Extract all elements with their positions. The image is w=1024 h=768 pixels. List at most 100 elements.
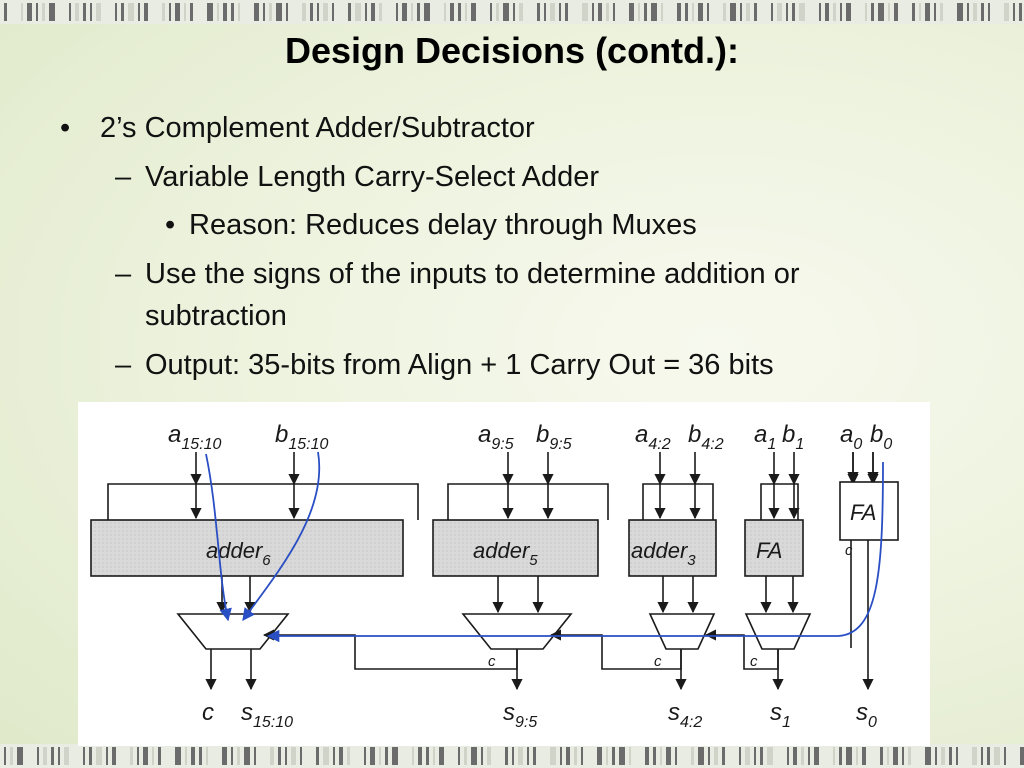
band-stripe [912, 3, 915, 21]
band-stripe [144, 3, 148, 21]
band-stripe [58, 747, 60, 765]
band-stripe [894, 3, 898, 21]
band-stripe [739, 747, 741, 765]
band-stripe [629, 3, 634, 21]
band-stripe [708, 747, 710, 765]
dash-marker: – [115, 349, 132, 381]
a15-base: a [168, 421, 181, 448]
band-stripe [856, 747, 858, 765]
band-stripe [412, 747, 414, 765]
band-stripe [115, 3, 117, 21]
band-stripe [263, 3, 265, 21]
band-stripe [158, 747, 161, 765]
band-stripe [231, 3, 234, 21]
carry-select-adder-diagram: adder6 adder5 adder3 FA FA c [78, 402, 930, 746]
band-stripe [276, 3, 282, 21]
band-stripe [746, 3, 750, 21]
band-stripe [75, 3, 79, 21]
a9-sub: 9:5 [491, 436, 513, 453]
band-stripe [199, 747, 202, 765]
b15-base: b [275, 421, 288, 448]
band-stripe [661, 3, 663, 21]
band-stripe [49, 3, 55, 21]
band-stripe [972, 747, 977, 765]
s1-sub: 1 [782, 714, 791, 731]
band-stripe [619, 747, 625, 765]
band-stripe [96, 3, 101, 21]
s15-sub: 15:10 [253, 714, 293, 731]
band-stripe [237, 747, 240, 765]
band-stripe [310, 3, 313, 21]
bullet-text: Use the signs of the inputs to determine… [145, 258, 800, 290]
b1-sub: 1 [795, 436, 804, 453]
band-stripe [862, 747, 866, 765]
band-stripe [231, 747, 233, 765]
band-stripe [496, 3, 499, 21]
band-stripe [69, 3, 71, 21]
svg-text:s1: s1 [770, 699, 791, 731]
b1-base: b [782, 421, 795, 448]
band-stripe [379, 3, 382, 21]
band-stripe [527, 747, 529, 765]
band-stripe [90, 3, 92, 21]
band-stripe [787, 747, 789, 765]
a1-sub: 1 [767, 436, 776, 453]
band-stripe [371, 3, 375, 21]
band-stripe [316, 747, 319, 765]
s4-sub: 4:2 [680, 714, 702, 731]
band-stripe [444, 3, 446, 21]
b15-sub: 15:10 [288, 436, 328, 453]
band-stripe [887, 747, 889, 765]
band-stripe [347, 747, 350, 765]
band-stripe [505, 747, 508, 765]
band-stripe [244, 747, 250, 765]
adder5-name: adder [473, 538, 531, 563]
band-stripe [559, 3, 561, 21]
band-stripe [941, 747, 945, 765]
adder3-sub: 3 [687, 552, 696, 569]
band-stripe [4, 3, 7, 21]
band-stripe [513, 3, 515, 21]
band-stripe [919, 3, 921, 21]
b0-sub: 0 [883, 436, 892, 453]
band-stripe [714, 747, 718, 765]
band-stripe [128, 3, 134, 21]
band-stripe [871, 3, 874, 21]
band-stripe [566, 747, 570, 765]
b9-sub: 9:5 [549, 436, 571, 453]
top-decorative-band [0, 0, 1024, 24]
band-stripe [175, 747, 181, 765]
band-stripe [956, 747, 958, 765]
band-stripe [519, 3, 523, 21]
band-stripe [1004, 3, 1009, 21]
band-stripe [83, 747, 85, 765]
a0-base: a [840, 421, 853, 448]
mux-1-carry-label: c [750, 653, 758, 670]
mux-row [176, 613, 812, 650]
band-stripe [424, 3, 430, 21]
band-stripe [206, 747, 208, 765]
critical-carry-path [205, 451, 884, 643]
band-stripe [191, 747, 195, 765]
svg-text:a1: a1 [754, 421, 776, 453]
band-stripe [185, 747, 187, 765]
band-stripe [935, 747, 937, 765]
a4-base: a [635, 421, 648, 448]
band-stripe [418, 747, 422, 765]
s15-base: s [241, 699, 253, 726]
adder-to-mux-wires [216, 576, 799, 614]
s9-base: s [503, 699, 515, 726]
band-stripe [533, 747, 536, 765]
input-labels: a15:10 b15:10 a9:5 b9:5 a4:2 b4:2 a1 b1 … [168, 421, 892, 453]
b4-sub: 4:2 [701, 436, 723, 453]
a15-sub: 15:10 [181, 436, 221, 453]
band-stripe [481, 747, 483, 765]
svg-text:a4:2: a4:2 [635, 421, 671, 453]
svg-text:b9:5: b9:5 [536, 421, 572, 453]
band-stripe [300, 747, 302, 765]
svg-text:a9:5: a9:5 [478, 421, 514, 453]
band-stripe [426, 747, 429, 765]
a4-sub: 4:2 [648, 436, 670, 453]
band-stripe [417, 3, 420, 21]
band-stripe [518, 747, 523, 765]
